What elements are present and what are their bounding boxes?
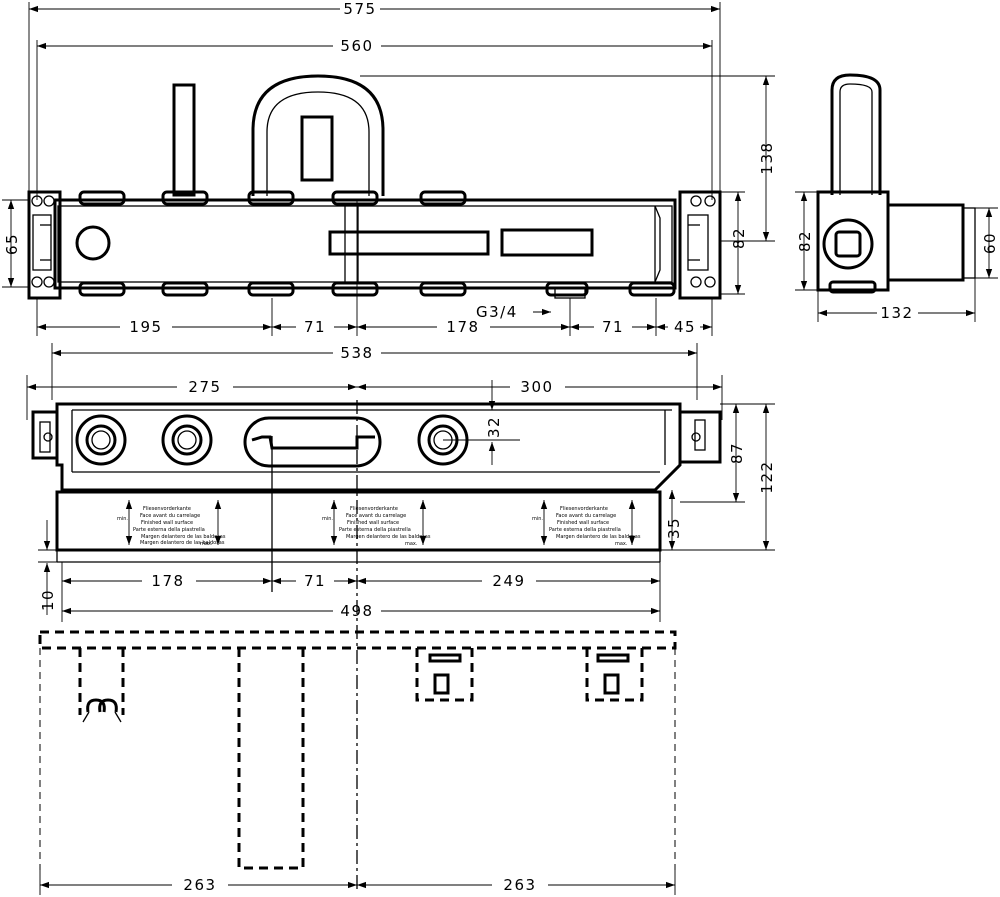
svg-text:Parte esterna della piastrella: Parte esterna della piastrella	[549, 527, 621, 533]
dim-263-left: 263	[183, 876, 216, 894]
plan-body	[55, 402, 682, 492]
dim-35: 35	[665, 517, 683, 539]
dim-71-mid: 71	[304, 572, 326, 590]
side-view: 82 60 132	[795, 73, 999, 322]
dim-249: 249	[492, 572, 525, 590]
svg-text:Margen delantero de las baldos: Margen delantero de las baldosas	[556, 534, 641, 540]
label-text-group: Fliesenvorderkante Face avant du carrela…	[117, 500, 641, 547]
left-window	[328, 230, 490, 256]
spout-dashed	[237, 648, 305, 870]
svg-text:Fliesenvorderkante: Fliesenvorderkante	[143, 506, 191, 512]
label-block-3: Fliesenvorderkante Face avant du carrela…	[532, 506, 641, 547]
top-view: 575 560	[2, 0, 776, 336]
svg-text:Face avant du carrelage: Face avant du carrelage	[556, 513, 616, 519]
svg-text:Face avant du carrelage: Face avant du carrelage	[346, 513, 406, 519]
right-window	[500, 228, 594, 257]
dim-87: 87	[728, 442, 746, 464]
dim-82-side: 82	[796, 230, 814, 252]
svg-text:Margen delantero de las baldos: Margen delantero de las baldosas	[140, 540, 225, 546]
top-connectors	[78, 190, 676, 297]
label-block-1: Fliesenvorderkante Face avant du carrela…	[117, 506, 226, 547]
label-block-2: Fliesenvorderkante Face avant du carrela…	[322, 506, 431, 547]
svg-text:max.: max.	[405, 541, 418, 547]
pillar	[172, 83, 196, 197]
spout-outline	[251, 74, 385, 196]
dim-45: 45	[674, 318, 696, 336]
svg-text:Finished wall surface: Finished wall surface	[141, 520, 193, 526]
dim-300: 300	[520, 378, 553, 396]
right-bracket	[678, 190, 722, 300]
svg-text:Face avant du carrelage: Face avant du carrelage	[140, 513, 200, 519]
knob-circle	[75, 225, 111, 261]
side-spout	[830, 73, 882, 195]
spout-plan-slot	[243, 416, 382, 468]
dim-275: 275	[188, 378, 221, 396]
dim-138: 138	[758, 141, 776, 174]
dim-122: 122	[758, 460, 776, 493]
dim-195: 195	[129, 318, 162, 336]
middle-view: 538 275 300	[26, 343, 776, 893]
svg-text:Parte esterna della piastrella: Parte esterna della piastrella	[339, 527, 411, 533]
side-port	[822, 218, 874, 270]
dim-71-top-right: 71	[602, 318, 624, 336]
spout-slot	[300, 115, 334, 182]
dim-82-top: 82	[730, 227, 748, 249]
dim-132: 132	[880, 304, 913, 322]
svg-text:Fliesenvorderkante: Fliesenvorderkante	[350, 506, 398, 512]
svg-text:Finished wall surface: Finished wall surface	[347, 520, 399, 526]
svg-text:Fliesenvorderkante: Fliesenvorderkante	[560, 506, 608, 512]
dim-178-top: 178	[446, 318, 479, 336]
dim-32: 32	[485, 416, 503, 438]
svg-text:Margen delantero de las baldos: Margen delantero de las baldosas	[141, 534, 226, 540]
svg-text:min.: min.	[532, 516, 543, 522]
svg-text:Finished wall surface: Finished wall surface	[557, 520, 609, 526]
dim-60: 60	[981, 232, 999, 254]
svg-text:min.: min.	[117, 516, 128, 522]
svg-text:Parte esterna della piastrella: Parte esterna della piastrella	[133, 527, 205, 533]
body-outer	[53, 198, 677, 290]
svg-text:min.: min.	[322, 516, 333, 522]
dim-498: 498	[340, 602, 373, 620]
dim-538: 538	[340, 344, 373, 362]
dim-10: 10	[39, 589, 57, 611]
label-strip	[55, 490, 662, 552]
dim-560: 560	[340, 37, 373, 55]
bottom-view: 263 263	[38, 630, 677, 895]
left-bracket	[27, 190, 62, 300]
svg-text:Margen delantero de las baldos: Margen delantero de las baldosas	[346, 534, 431, 540]
dim-178-mid: 178	[151, 572, 184, 590]
dim-65: 65	[3, 233, 21, 255]
svg-text:max.: max.	[615, 541, 628, 547]
dim-263-right: 263	[503, 876, 536, 894]
svg-text:max.: max.	[200, 541, 213, 547]
dim-71-top: 71	[304, 318, 326, 336]
thread-label: G3/4	[476, 303, 518, 321]
dim-575: 575	[343, 0, 376, 18]
